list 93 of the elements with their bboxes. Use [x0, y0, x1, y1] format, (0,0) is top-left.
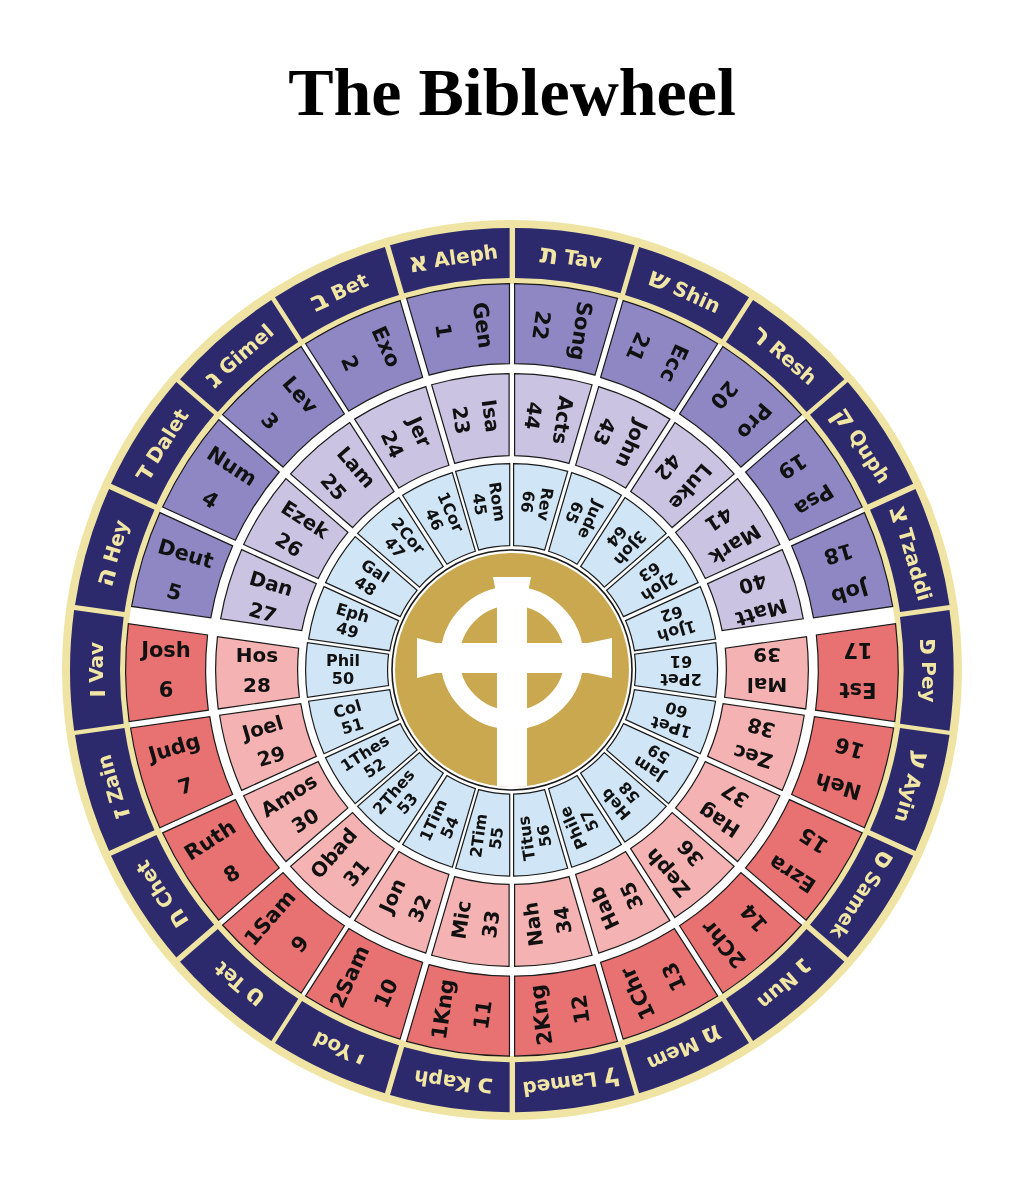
- book-number: 34: [549, 904, 577, 936]
- book-number: 21: [620, 328, 655, 366]
- book-number: 35: [614, 878, 649, 914]
- book-segment: [514, 373, 594, 465]
- book-number: 33: [476, 909, 505, 940]
- book-segment: [305, 642, 390, 698]
- hebrew-letter: ת: [538, 239, 561, 269]
- letter-name: Ayin: [892, 772, 926, 826]
- book-number: 4: [197, 485, 223, 514]
- book-number: 28: [243, 673, 271, 697]
- book-name: Exo: [366, 322, 407, 372]
- letter-name: Vav: [85, 641, 105, 683]
- title: The Biblewheel: [288, 58, 736, 126]
- hebrew-letter: צ: [885, 501, 917, 527]
- book-name: Isa: [476, 397, 505, 434]
- book-name: Song: [564, 299, 598, 362]
- book-name: 2Pet: [660, 670, 702, 688]
- book-number: 3: [256, 408, 285, 435]
- book-name: Ecc: [654, 340, 693, 387]
- book-number: 2: [336, 351, 364, 376]
- book-segment: [790, 715, 895, 829]
- book-number: 32: [403, 890, 437, 926]
- book-segment: [130, 511, 233, 619]
- book-name: Neh: [812, 768, 865, 805]
- hebrew-letter: ו: [81, 688, 109, 699]
- book-number: 22: [527, 308, 556, 341]
- letter-name: Tzaddi: [895, 525, 936, 603]
- book-number: 10: [369, 974, 404, 1012]
- book-number: 44: [519, 399, 548, 431]
- book-name: Gen: [467, 300, 498, 350]
- hebrew-letter: ז: [105, 804, 135, 823]
- letter-name: Tav: [563, 246, 604, 272]
- book-name: Nah: [518, 900, 549, 949]
- book-name: Hos: [235, 643, 279, 667]
- hebrew-letter: כ: [474, 1072, 494, 1102]
- book-name: Mic: [446, 899, 476, 942]
- hebrew-letter: א: [406, 247, 430, 277]
- book-number: 6: [158, 678, 174, 702]
- book-number: 56: [534, 823, 556, 849]
- letter-name: Hey: [99, 517, 132, 565]
- book-segment: [405, 283, 510, 377]
- book-name: Phil: [325, 652, 361, 670]
- letter-segment: [900, 609, 954, 731]
- book-name: Josh: [141, 638, 191, 662]
- book-name: Acts: [547, 393, 579, 446]
- book-number: 11: [468, 999, 497, 1032]
- book-number: 7: [175, 773, 196, 801]
- letter-name: Pey: [919, 661, 939, 703]
- book-number: 8: [219, 859, 245, 888]
- book-segment: [430, 875, 510, 967]
- book-segment: [723, 636, 809, 710]
- book-segment: [514, 283, 619, 377]
- book-number: 12: [567, 993, 595, 1026]
- book-number: 43: [587, 414, 621, 450]
- book-number: 24: [375, 426, 410, 462]
- book-number: 66: [516, 489, 538, 514]
- hebrew-letter: פ: [915, 637, 943, 656]
- book-number: 16: [832, 732, 867, 764]
- letter-name: Kaph: [412, 1067, 472, 1096]
- book-number: 39: [753, 643, 781, 667]
- letter-segment: [514, 228, 635, 294]
- book-segment: [405, 963, 510, 1057]
- book-number: 55: [486, 826, 508, 851]
- book-segment: [814, 623, 899, 723]
- book-name: 1Kng: [426, 977, 460, 1042]
- book-name: Mal: [746, 673, 788, 697]
- letter-name: Aleph: [432, 240, 499, 270]
- hebrew-letter: ע: [904, 748, 936, 774]
- book-number: 61: [669, 652, 693, 670]
- letter-name: Lamed: [521, 1069, 599, 1100]
- book-name: Job: [828, 574, 871, 609]
- letter-segment: [70, 609, 124, 731]
- book-segment: [125, 623, 210, 723]
- book-number: 17: [843, 638, 873, 662]
- book-segment: [215, 636, 301, 710]
- book-name: Judg: [145, 729, 204, 768]
- book-segment: [430, 373, 510, 465]
- book-number: 15: [795, 822, 833, 859]
- letter-name: Shin: [670, 276, 725, 316]
- book-name: Est: [839, 678, 877, 702]
- hebrew-letter: ל: [601, 1062, 622, 1092]
- book-segment: [514, 963, 619, 1057]
- book-number: 50: [331, 670, 355, 688]
- hebrew-letter: ה: [89, 563, 121, 589]
- book-number: 18: [820, 537, 856, 569]
- book-number: 23: [447, 404, 475, 436]
- letter-name: Zain: [93, 753, 126, 806]
- book-name: Deut: [155, 533, 217, 573]
- letter-segment: [74, 488, 155, 612]
- book-number: 1: [430, 321, 456, 340]
- book-name: 2Kng: [525, 983, 558, 1048]
- book-number: 45: [468, 491, 490, 517]
- book-number: 5: [163, 578, 185, 606]
